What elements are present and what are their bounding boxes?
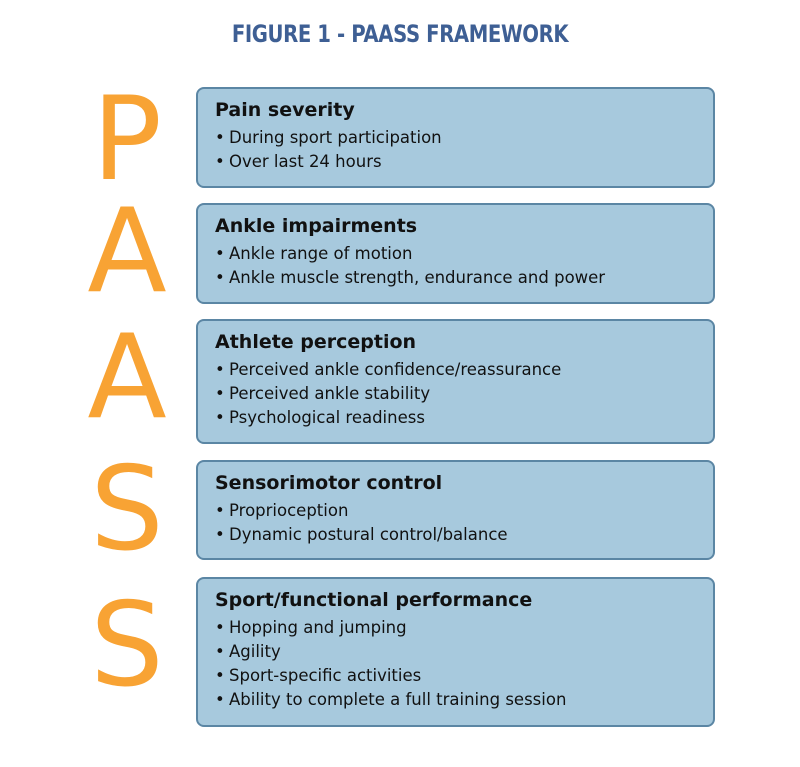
list-item: •Ability to complete a full training ses… bbox=[215, 690, 567, 709]
section-pain-severity: Pain severity •During sport participatio… bbox=[196, 87, 715, 188]
letter-s-2: S bbox=[90, 578, 164, 713]
list-item-text: Over last 24 hours bbox=[229, 152, 382, 171]
section-sensorimotor-control: Sensorimotor control •Proprioception •Dy… bbox=[196, 460, 715, 560]
list-item-text: Dynamic postural control/balance bbox=[229, 525, 508, 544]
list-item-text: Ankle range of motion bbox=[229, 244, 413, 263]
list-item: •Ankle muscle strength, endurance and po… bbox=[215, 268, 606, 287]
section-ankle-impairments: Ankle impairments •Ankle range of motion… bbox=[196, 203, 715, 304]
list-item-text: Agility bbox=[229, 642, 281, 661]
section-heading: Pain severity bbox=[215, 99, 355, 121]
section-heading: Sensorimotor control bbox=[215, 472, 443, 494]
letter-a-1: A bbox=[87, 184, 167, 319]
figure-title: FIGURE 1 - PAASS FRAMEWORK bbox=[231, 20, 569, 48]
list-item: •Dynamic postural control/balance bbox=[215, 525, 508, 544]
list-item-text: During sport participation bbox=[229, 128, 442, 147]
list-item: •Perceived ankle stability bbox=[215, 384, 431, 403]
section-list: •During sport participation •Over last 2… bbox=[215, 126, 713, 174]
list-item: •Agility bbox=[215, 642, 281, 661]
list-item: •Ankle range of motion bbox=[215, 244, 413, 263]
list-item-text: Perceived ankle stability bbox=[229, 384, 431, 403]
section-heading: Ankle impairments bbox=[215, 215, 418, 237]
list-item-text: Ankle muscle strength, endurance and pow… bbox=[229, 268, 606, 287]
list-item-text: Sport-specific activities bbox=[229, 666, 422, 685]
list-item: •Perceived ankle confidence/reassurance bbox=[215, 360, 562, 379]
list-item-text: Psychological readiness bbox=[229, 408, 425, 427]
letter-a-2: A bbox=[87, 310, 167, 445]
list-item-text: Ability to complete a full training sess… bbox=[229, 690, 567, 709]
list-item-text: Hopping and jumping bbox=[229, 618, 407, 637]
list-item: •Sport-specific activities bbox=[215, 666, 422, 685]
list-item: •Proprioception bbox=[215, 501, 349, 520]
section-athlete-perception: Athlete perception •Perceived ankle conf… bbox=[196, 319, 715, 444]
letter-s-1: S bbox=[90, 442, 164, 577]
section-sport-functional-performance: Sport/functional performance •Hopping an… bbox=[196, 577, 715, 727]
section-list: •Proprioception •Dynamic postural contro… bbox=[215, 499, 713, 547]
section-list: •Hopping and jumping •Agility •Sport-spe… bbox=[215, 616, 713, 712]
list-item: •Hopping and jumping bbox=[215, 618, 407, 637]
list-item: •Over last 24 hours bbox=[215, 152, 382, 171]
section-heading: Athlete perception bbox=[215, 331, 417, 353]
list-item-text: Perceived ankle confidence/reassurance bbox=[229, 360, 562, 379]
section-list: •Perceived ankle confidence/reassurance … bbox=[215, 358, 713, 430]
list-item: •During sport participation bbox=[215, 128, 442, 147]
list-item-text: Proprioception bbox=[229, 501, 349, 520]
letter-p: P bbox=[92, 72, 162, 207]
section-heading: Sport/functional performance bbox=[215, 589, 533, 611]
list-item: •Psychological readiness bbox=[215, 408, 425, 427]
section-list: •Ankle range of motion •Ankle muscle str… bbox=[215, 242, 713, 290]
